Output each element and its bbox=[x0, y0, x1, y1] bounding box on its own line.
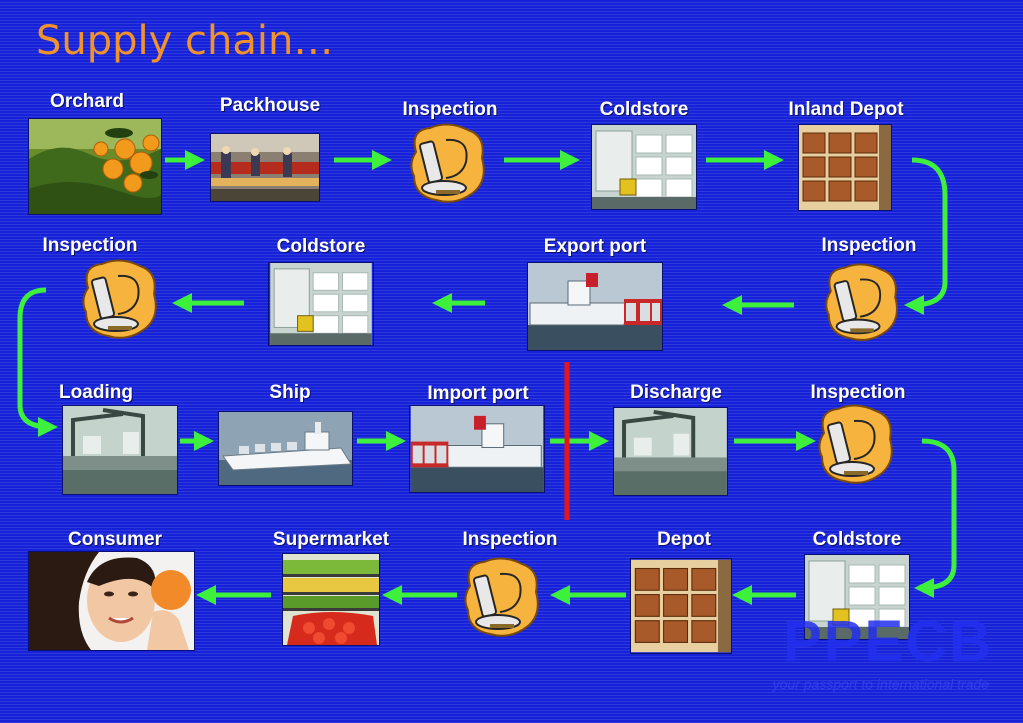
step-label-loading: Loading bbox=[59, 382, 133, 403]
inland-depot-photo bbox=[798, 124, 892, 211]
ppecb-watermark: PPECB bbox=[783, 609, 993, 674]
step-label-depot: Depot bbox=[657, 529, 711, 550]
step-label-inspection-1: Inspection bbox=[402, 99, 498, 120]
inspection-4-icon bbox=[818, 404, 893, 484]
step-label-orchard: Orchard bbox=[50, 91, 124, 112]
arrow-inland-depot-inspection bbox=[904, 157, 948, 315]
export-port-photo bbox=[527, 262, 663, 351]
step-label-inland-depot: Inland Depot bbox=[788, 99, 904, 120]
depot-photo bbox=[630, 558, 732, 654]
step-label-export-port: Export port bbox=[543, 236, 647, 257]
orchard-photo bbox=[28, 118, 162, 215]
inspection-5-icon bbox=[464, 557, 539, 637]
arrow-inspection-loading bbox=[17, 287, 58, 437]
step-label-packhouse: Packhouse bbox=[219, 95, 321, 116]
packhouse-photo bbox=[210, 133, 320, 202]
supermarket-photo bbox=[282, 553, 380, 646]
step-label-discharge: Discharge bbox=[630, 382, 722, 403]
step-label-import-port: Import port bbox=[427, 383, 529, 404]
step-label-consumer: Consumer bbox=[68, 529, 162, 550]
coldstore-2-photo bbox=[268, 262, 374, 346]
arrow-inspection-coldstore bbox=[914, 438, 957, 598]
coldstore-3-photo bbox=[804, 554, 910, 640]
loading-photo bbox=[62, 405, 178, 495]
step-label-inspection-2: Inspection bbox=[821, 235, 917, 256]
step-label-ship: Ship bbox=[269, 382, 311, 403]
inspection-3-icon bbox=[82, 259, 157, 339]
consumer-photo bbox=[28, 551, 195, 651]
page-title: Supply chain… bbox=[36, 18, 334, 64]
step-label-supermarket: Supermarket bbox=[272, 529, 390, 550]
ppecb-tagline: your passport to international trade bbox=[772, 676, 989, 692]
discharge-photo bbox=[613, 407, 728, 496]
import-port-photo bbox=[409, 405, 545, 493]
step-label-coldstore-1: Coldstore bbox=[599, 99, 689, 120]
inspection-1-icon bbox=[410, 123, 485, 203]
step-label-inspection-3: Inspection bbox=[42, 235, 138, 256]
ship-photo bbox=[218, 411, 353, 486]
step-label-coldstore-3: Coldstore bbox=[812, 529, 902, 550]
step-label-coldstore-2: Coldstore bbox=[276, 236, 366, 257]
inspection-2-icon bbox=[825, 263, 898, 341]
step-label-inspection-4: Inspection bbox=[810, 382, 906, 403]
coldstore-1-photo bbox=[591, 124, 697, 210]
step-label-inspection-5: Inspection bbox=[462, 529, 558, 550]
